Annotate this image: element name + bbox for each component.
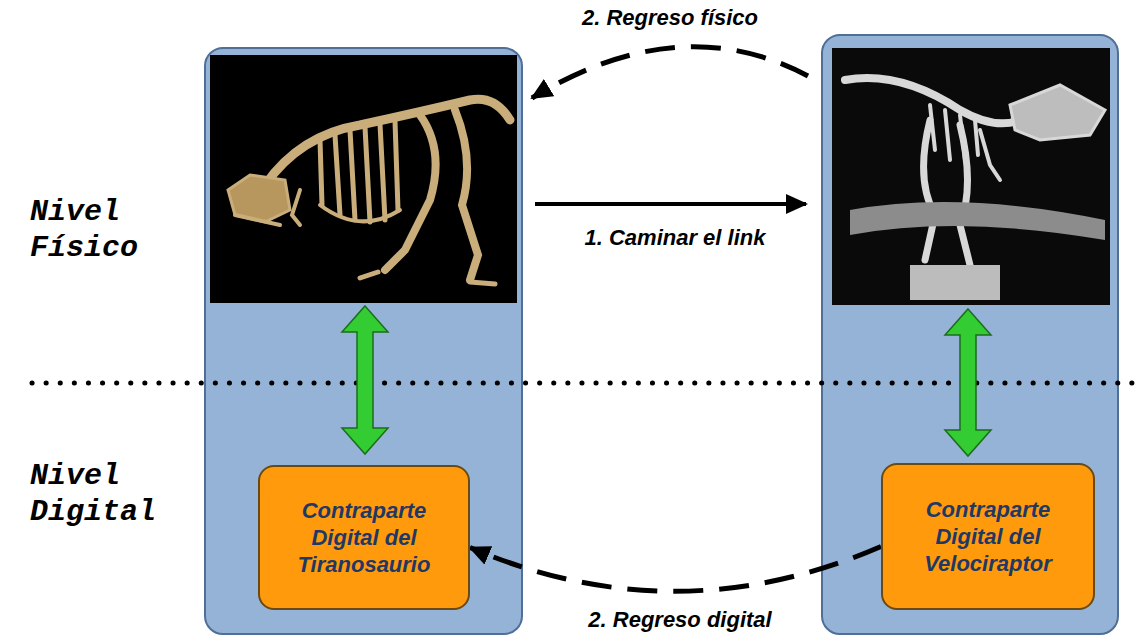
edge-label: 2. Regreso digital bbox=[540, 606, 820, 633]
walk-arrow bbox=[535, 202, 806, 206]
level-label: Nivel Digital bbox=[30, 458, 200, 530]
left-panel bbox=[205, 48, 522, 634]
arrow-label: 1. Caminar el link bbox=[575, 224, 775, 251]
digital-return-arrow bbox=[470, 547, 881, 592]
link-double-arrow bbox=[342, 306, 991, 456]
arrow-label: 2. Regreso físico bbox=[530, 4, 810, 31]
level-label: Nivel Físico bbox=[30, 194, 200, 266]
digital-counterpart-box: Contraparte Digital del Velociraptor bbox=[881, 463, 1095, 610]
digital-counterpart-box: Contraparte Digital del Tiranosaurio bbox=[258, 465, 470, 610]
node-text: Contraparte Digital del Velociraptor bbox=[893, 496, 1083, 577]
node-text: Contraparte Digital del Tiranosaurio bbox=[270, 497, 458, 578]
velociraptor-photo bbox=[832, 48, 1110, 305]
trex-photo bbox=[210, 55, 517, 303]
physical-return-arrow bbox=[532, 47, 808, 98]
right-panel bbox=[822, 35, 1118, 634]
